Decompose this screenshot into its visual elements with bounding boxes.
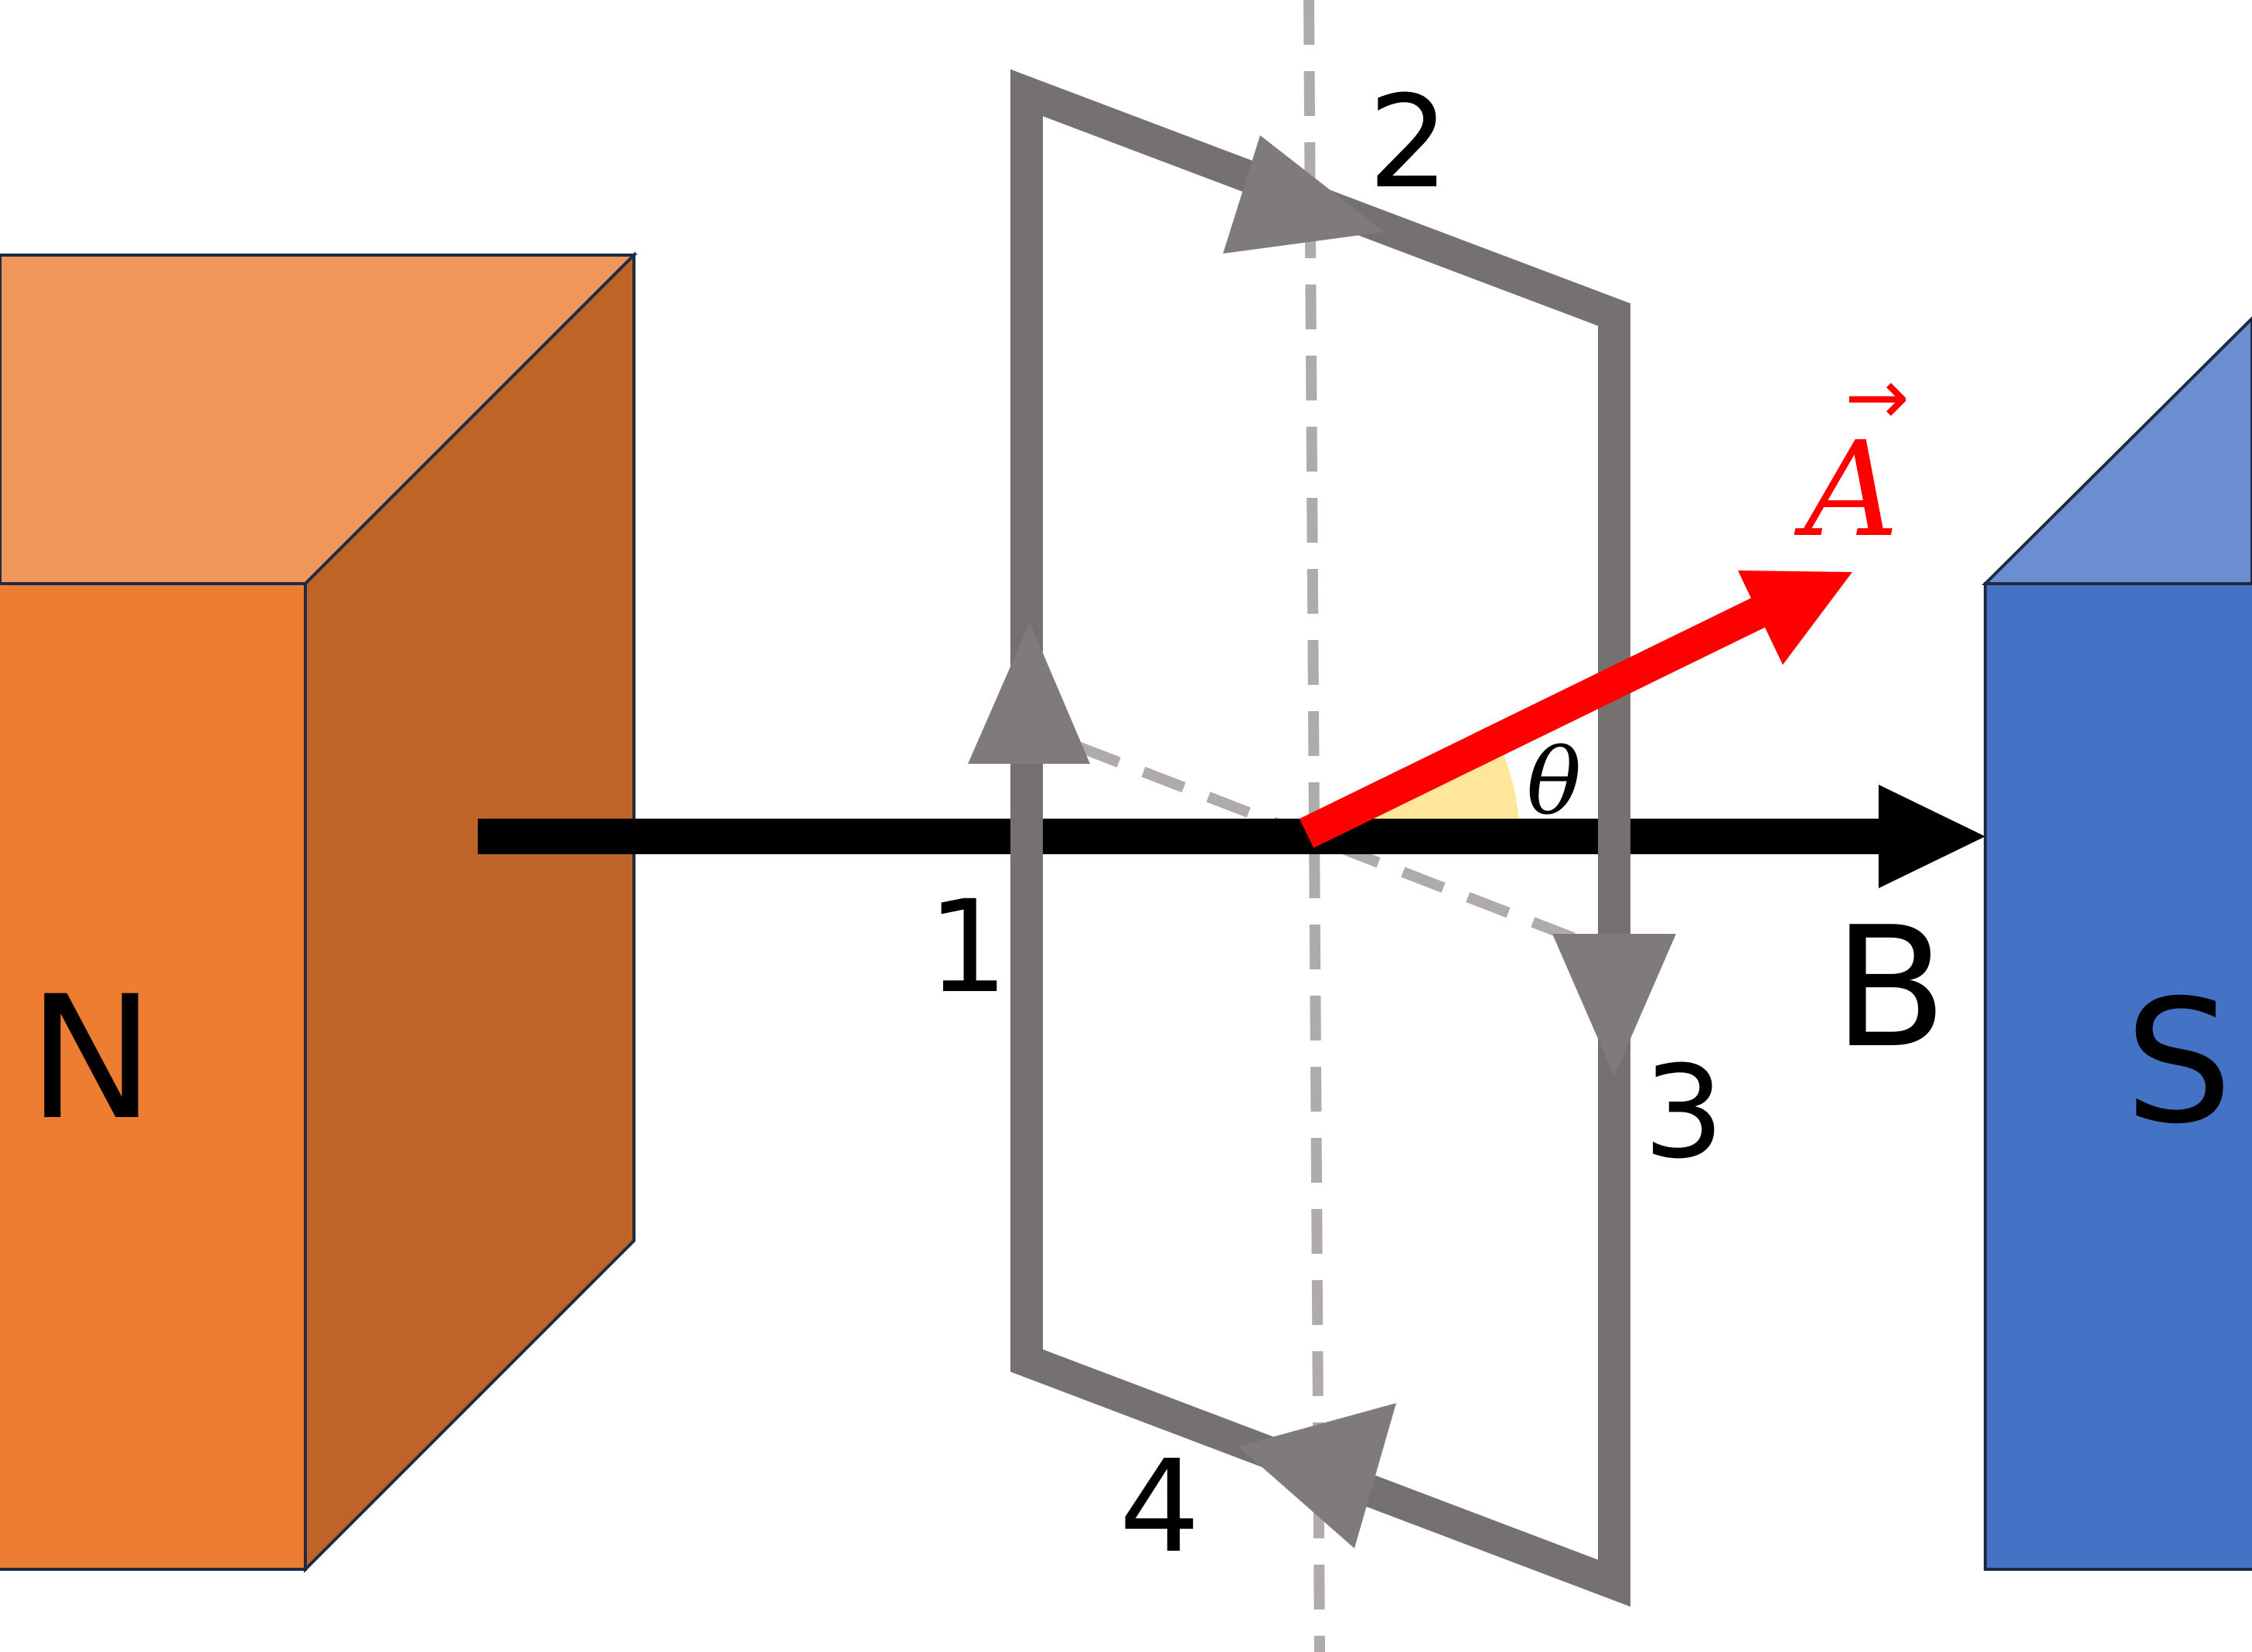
south-magnet-front-face (1984, 582, 2252, 1571)
magnetic-field-arrow (478, 785, 1985, 888)
loop-plane-dashed-line (1076, 741, 1579, 945)
area-vector-label: A (1794, 414, 1899, 567)
current-loop (968, 69, 1676, 1607)
loop-wire (1010, 69, 1630, 1607)
loop-side-1-label: 1 (928, 873, 1009, 1021)
area-vector-arrow (1299, 571, 1852, 848)
north-pole-label: N (28, 959, 155, 1157)
loop-side-2-label: 2 (1368, 68, 1450, 216)
loop-side-4-label: 4 (1119, 1432, 1201, 1581)
south-magnet: S (1981, 316, 2252, 1571)
right-arrow-icon: → (1845, 352, 1910, 442)
area-vector-shaft (1299, 584, 1794, 848)
loop-arrow-side-3 (1552, 934, 1676, 1076)
south-magnet-top-face (1981, 316, 2252, 585)
north-magnet: N (0, 251, 638, 1573)
area-vector-arrowhead (1738, 571, 1852, 665)
field-arrowhead (1879, 785, 1985, 888)
north-magnet-front-face (0, 582, 307, 1571)
loop-arrow-side-2 (1223, 135, 1384, 254)
loop-arrow-side-1 (968, 622, 1090, 764)
loop-side-3-label: 3 (1644, 1038, 1725, 1187)
south-pole-label: S (2124, 963, 2233, 1161)
field-label: B (1833, 891, 1947, 1085)
angle-theta-label: θ (1526, 728, 1581, 835)
loop-arrow-side-4 (1238, 1403, 1396, 1548)
